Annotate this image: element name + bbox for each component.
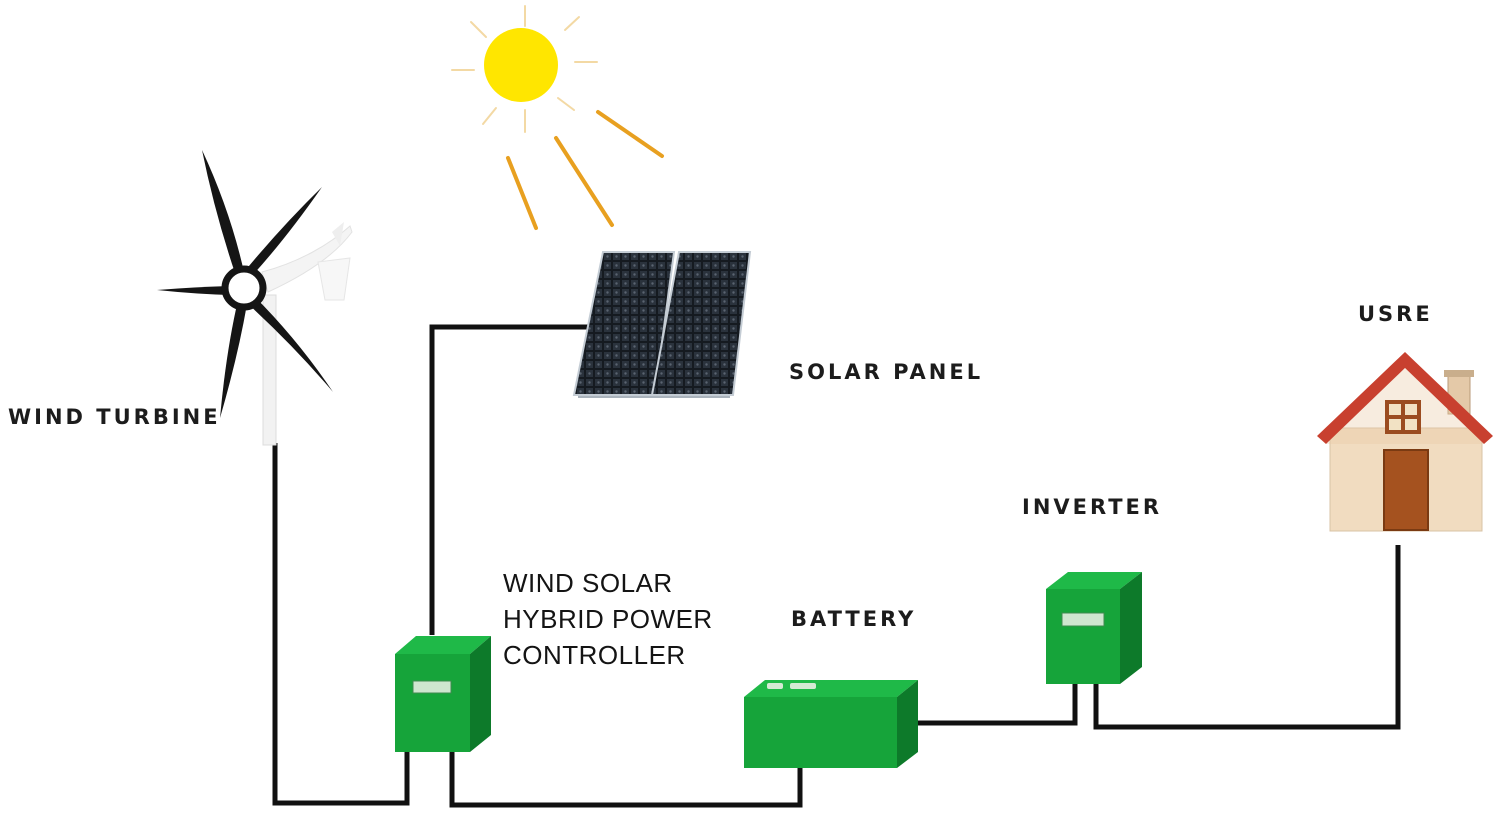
inverter-label: INVERTER [1022, 495, 1163, 519]
solar-panel-label: SOLAR PANEL [789, 360, 984, 384]
wire-inverter-house [1093, 545, 1401, 730]
battery-icon [744, 680, 918, 768]
wires [272, 324, 1401, 808]
wind-turbine-icon [157, 150, 353, 446]
user-label: USRE [1358, 302, 1433, 326]
wire-panel-controller [429, 324, 588, 635]
wire-battery-inverter [918, 683, 1078, 726]
wind-turbine-label: WIND TURBINE [8, 405, 221, 429]
wire-controller-battery [449, 752, 803, 808]
controller-label: WIND SOLAR HYBRID POWER CONTROLLER [503, 565, 713, 673]
controller-label-line-3: CONTROLLER [503, 640, 686, 670]
sun-icon [451, 5, 664, 230]
controller-box-icon [395, 636, 491, 752]
battery-label: BATTERY [791, 607, 917, 631]
controller-label-line-1: WIND SOLAR [503, 568, 673, 598]
house-icon [1317, 352, 1493, 532]
wire-turbine-controller [272, 443, 410, 806]
controller-label-line-2: HYBRID POWER [503, 604, 713, 634]
inverter-box-icon [1046, 572, 1142, 684]
solar-panel-icon [572, 251, 752, 398]
